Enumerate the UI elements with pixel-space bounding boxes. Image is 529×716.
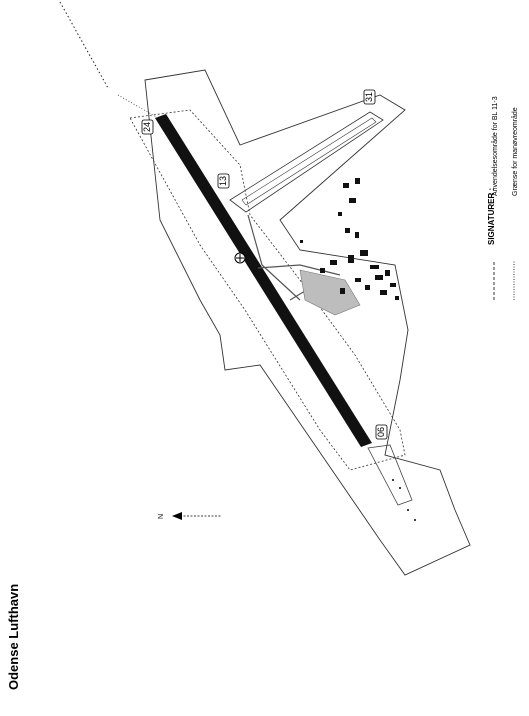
apron <box>299 269 361 316</box>
north-arrow-icon: N <box>158 512 222 520</box>
svg-text:24: 24 <box>142 122 152 132</box>
label-13: 13 <box>217 173 230 189</box>
map-title: Odense Lufthavn <box>6 584 21 690</box>
runway-extension-south <box>367 444 413 506</box>
svg-text:31: 31 <box>364 92 374 102</box>
buildings <box>300 178 399 300</box>
legend-heading: SIGNATURER : <box>487 188 496 245</box>
north-label: N <box>158 514 165 519</box>
aerodrome-reference-point-icon <box>234 252 246 264</box>
approach-centerline <box>59 1 109 89</box>
bl-11-3-area <box>129 109 406 471</box>
taxiway-1 <box>247 214 301 301</box>
label-06: 06 <box>375 424 388 440</box>
taxiway-2 <box>257 264 341 276</box>
legend-item-2: Grænse for manøvreområde <box>511 107 519 196</box>
label-31: 31 <box>363 89 376 105</box>
svg-text:13: 13 <box>218 176 228 186</box>
secondary-runway <box>241 117 377 206</box>
threshold-marks-north <box>117 94 159 119</box>
legend-item-1: Anvendelsesområde for BL 11-3 <box>491 96 499 196</box>
label-24: 24 <box>141 119 154 135</box>
runway <box>155 114 372 447</box>
svg-text:06: 06 <box>376 427 386 437</box>
aerodrome-boundary <box>144 69 471 576</box>
legend: SIGNATURER : Anvendelsesområde for BL 11… <box>487 96 519 300</box>
secondary-strip <box>229 111 384 213</box>
